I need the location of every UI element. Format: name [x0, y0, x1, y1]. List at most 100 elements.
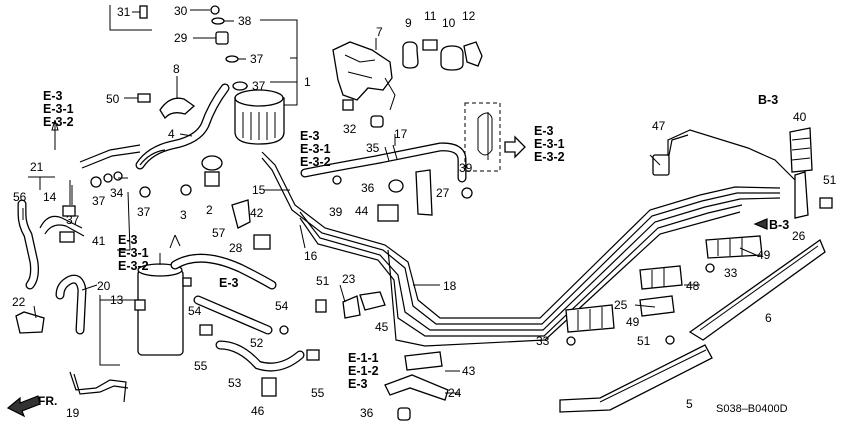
callout-labels: 31 30 38 29 37 37 1 8 50 4 7 9 11 10 12 … [12, 4, 837, 420]
main-lines [261, 129, 796, 347]
callout-36: 36 [361, 181, 375, 195]
ref-label: E-3-1 [534, 137, 565, 151]
callout-43: 43 [462, 364, 476, 378]
callout-33: 33 [724, 266, 738, 280]
callout-1: 1 [304, 75, 311, 89]
ref-label: E-3 [534, 124, 554, 138]
callout-48: 48 [686, 279, 700, 293]
hose-17 [300, 134, 473, 222]
callout-40: 40 [793, 110, 807, 124]
callout-36: 36 [360, 406, 374, 420]
callout-23: 23 [342, 272, 356, 286]
ref-label: E-3 [348, 377, 368, 391]
ref-label: E-3 [43, 89, 63, 103]
leader-lines [81, 154, 757, 394]
bolt-31-group [109, 5, 152, 31]
ref-label: E-3-2 [534, 150, 565, 164]
callout-34: 34 [110, 186, 124, 200]
callout-37: 37 [66, 213, 80, 227]
callout-29: 29 [174, 31, 188, 45]
callout-55: 55 [194, 359, 208, 373]
callout-12: 12 [462, 9, 476, 23]
bracket-7-grommets [332, 38, 483, 128]
ref-label: E-1-2 [348, 364, 379, 378]
ref-label: E-3-1 [118, 246, 149, 260]
callout-39: 39 [329, 205, 343, 219]
callout-9: 9 [405, 16, 412, 30]
callout-52: 52 [250, 336, 264, 350]
ref-label: E-3 [300, 129, 320, 143]
callout-8: 8 [173, 62, 180, 76]
callout-31: 31 [117, 5, 131, 19]
callout-19: 19 [66, 406, 80, 420]
callout-56: 56 [13, 190, 27, 204]
right-side-parts [559, 127, 833, 413]
callout-54: 54 [275, 299, 289, 313]
left-hose-group [15, 176, 87, 335]
callout-6: 6 [765, 311, 772, 325]
callout-45: 45 [375, 320, 389, 334]
callout-54: 54 [188, 304, 202, 318]
callout-17: 17 [394, 127, 408, 141]
callout-20: 20 [97, 279, 111, 293]
callout-49: 49 [626, 315, 640, 329]
callout-2: 2 [206, 203, 213, 217]
callout-35: 35 [366, 141, 380, 155]
callout-51: 51 [637, 334, 651, 348]
callout-57: 57 [212, 226, 226, 240]
callout-38: 38 [238, 14, 252, 28]
ref-label: B-3 [769, 218, 789, 232]
callout-15: 15 [252, 183, 266, 197]
clamp-8-hose-4 [124, 76, 230, 170]
ref-label: E-3-1 [43, 102, 74, 116]
ref-label: B-3 [758, 93, 778, 107]
reference-labels: E-3 E-3-1 E-3-2 E-3 E-3-1 E-3-2 E-3 E-3-… [43, 89, 789, 391]
small-parts-cluster [51, 119, 223, 251]
callout-32: 32 [343, 122, 357, 136]
callout-41: 41 [92, 234, 106, 248]
ref-label: E-3-2 [300, 155, 331, 169]
callout-11: 11 [424, 9, 437, 23]
front-direction-arrow [6, 395, 41, 418]
callout-5: 5 [686, 397, 693, 411]
callout-37: 37 [250, 52, 264, 66]
callout-24: 24 [448, 386, 462, 400]
callout-39: 39 [459, 161, 473, 175]
ref-label: E-3-1 [300, 142, 331, 156]
inset-clip-detail [464, 102, 526, 172]
ref-label: E-3-2 [43, 115, 74, 129]
callout-49: 49 [757, 248, 771, 262]
callout-42: 42 [250, 206, 264, 220]
front-direction-label: FR. [38, 394, 57, 408]
callout-22: 22 [12, 295, 26, 309]
callout-37: 37 [92, 194, 106, 208]
callout-18: 18 [443, 279, 457, 293]
callout-3: 3 [180, 208, 187, 222]
callout-30: 30 [174, 4, 188, 18]
ref-label: E-3-2 [118, 259, 149, 273]
callout-28: 28 [229, 241, 243, 255]
ref-label: E-3 [118, 233, 138, 247]
bottom-parts [69, 351, 449, 421]
drawing-code: S038–B0400D [716, 403, 788, 415]
ref-label: E-3 [219, 276, 239, 290]
ref-label: E-1-1 [348, 351, 379, 365]
callout-47: 47 [652, 119, 666, 133]
callout-13: 13 [110, 293, 124, 307]
callout-37: 37 [137, 205, 151, 219]
callout-51: 51 [316, 274, 330, 288]
callout-46: 46 [251, 404, 265, 418]
callout-16: 16 [304, 249, 318, 263]
callout-37: 37 [252, 79, 266, 93]
callout-50: 50 [106, 92, 120, 106]
callout-55: 55 [311, 386, 325, 400]
evap-hoses [170, 199, 327, 397]
fuel-filter-assembly [190, 5, 298, 145]
callout-7: 7 [376, 25, 383, 39]
callout-33: 33 [536, 334, 550, 348]
callout-21: 21 [30, 160, 44, 174]
callout-51: 51 [823, 173, 837, 187]
callout-14: 14 [43, 190, 57, 204]
